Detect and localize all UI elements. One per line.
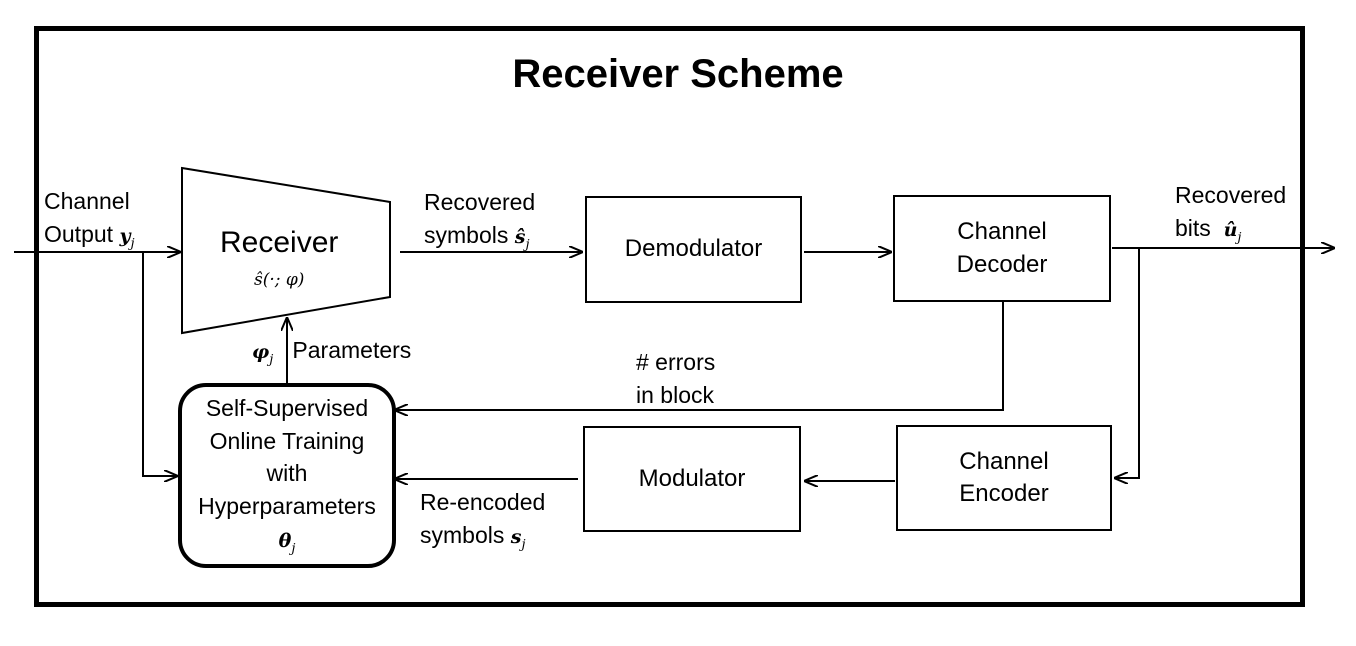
channel-encoder-line2: Encoder	[959, 480, 1049, 507]
reencoded-line1: Re-encoded	[420, 489, 546, 515]
channel-encoder-block: Channel Encoder	[896, 425, 1112, 531]
receiver-function-label: ŝ(·; φ)	[254, 270, 305, 290]
receiver-label: Receiver	[220, 226, 339, 259]
channel-decoder-line2: Decoder	[956, 250, 1048, 278]
reencoded-symbols-label: Re-encoded symbols sj	[420, 486, 545, 555]
recovered-symbols-line1: Recovered	[424, 189, 536, 215]
parameters-label: φj Parameters	[252, 337, 412, 368]
modulator-label: Modulator	[638, 464, 746, 492]
recovered-bits-label: Recovered bits ûj	[1175, 179, 1286, 248]
channel-decoder-line1: Channel	[957, 218, 1047, 246]
channel-output-line2-wrap: Output yj	[44, 220, 135, 252]
training-line2: Online Training	[209, 427, 365, 454]
errors-label: # errors in block	[636, 346, 715, 411]
training-line1: Self-Supervised	[205, 395, 369, 422]
parameters-text: Parameters	[292, 337, 412, 363]
channel-output-line1: Channel	[44, 188, 130, 214]
errors-line2: in block	[636, 381, 714, 408]
training-block: Self-Supervised Online Training with Hyp…	[178, 383, 396, 568]
training-line3: with	[266, 460, 308, 487]
diagram-title: Receiver Scheme	[512, 52, 844, 96]
channel-decoder-block: Channel Decoder	[893, 195, 1111, 302]
diagram-frame	[34, 26, 1305, 607]
parameter-symbol: φ	[252, 341, 270, 363]
demodulator-label: Demodulator	[624, 235, 763, 263]
recovered-bits-line1: Recovered	[1175, 182, 1287, 208]
modulator-block: Modulator	[583, 426, 801, 532]
reencoded-line2-wrap: symbols sj	[420, 521, 526, 553]
demodulator-block: Demodulator	[585, 196, 802, 303]
recovered-symbols-label: Recovered symbols ŝj	[424, 186, 535, 255]
arrow-bits-to-encoder	[1115, 248, 1140, 478]
recovered-bits-line2-wrap: bits ûj	[1175, 214, 1242, 246]
hyperparameter-symbol: θj	[278, 529, 296, 557]
recovered-symbols-line2-wrap: symbols ŝj	[424, 221, 530, 253]
arrow-input-to-training	[142, 252, 177, 476]
training-line4: Hyperparameters	[198, 493, 376, 520]
errors-line1: # errors	[636, 349, 716, 375]
receiver-block-shape	[181, 166, 391, 335]
channel-encoder-line1: Channel	[959, 447, 1049, 475]
arrow-errors-to-training	[395, 302, 1004, 410]
channel-output-label: Channel Output yj	[44, 185, 135, 254]
